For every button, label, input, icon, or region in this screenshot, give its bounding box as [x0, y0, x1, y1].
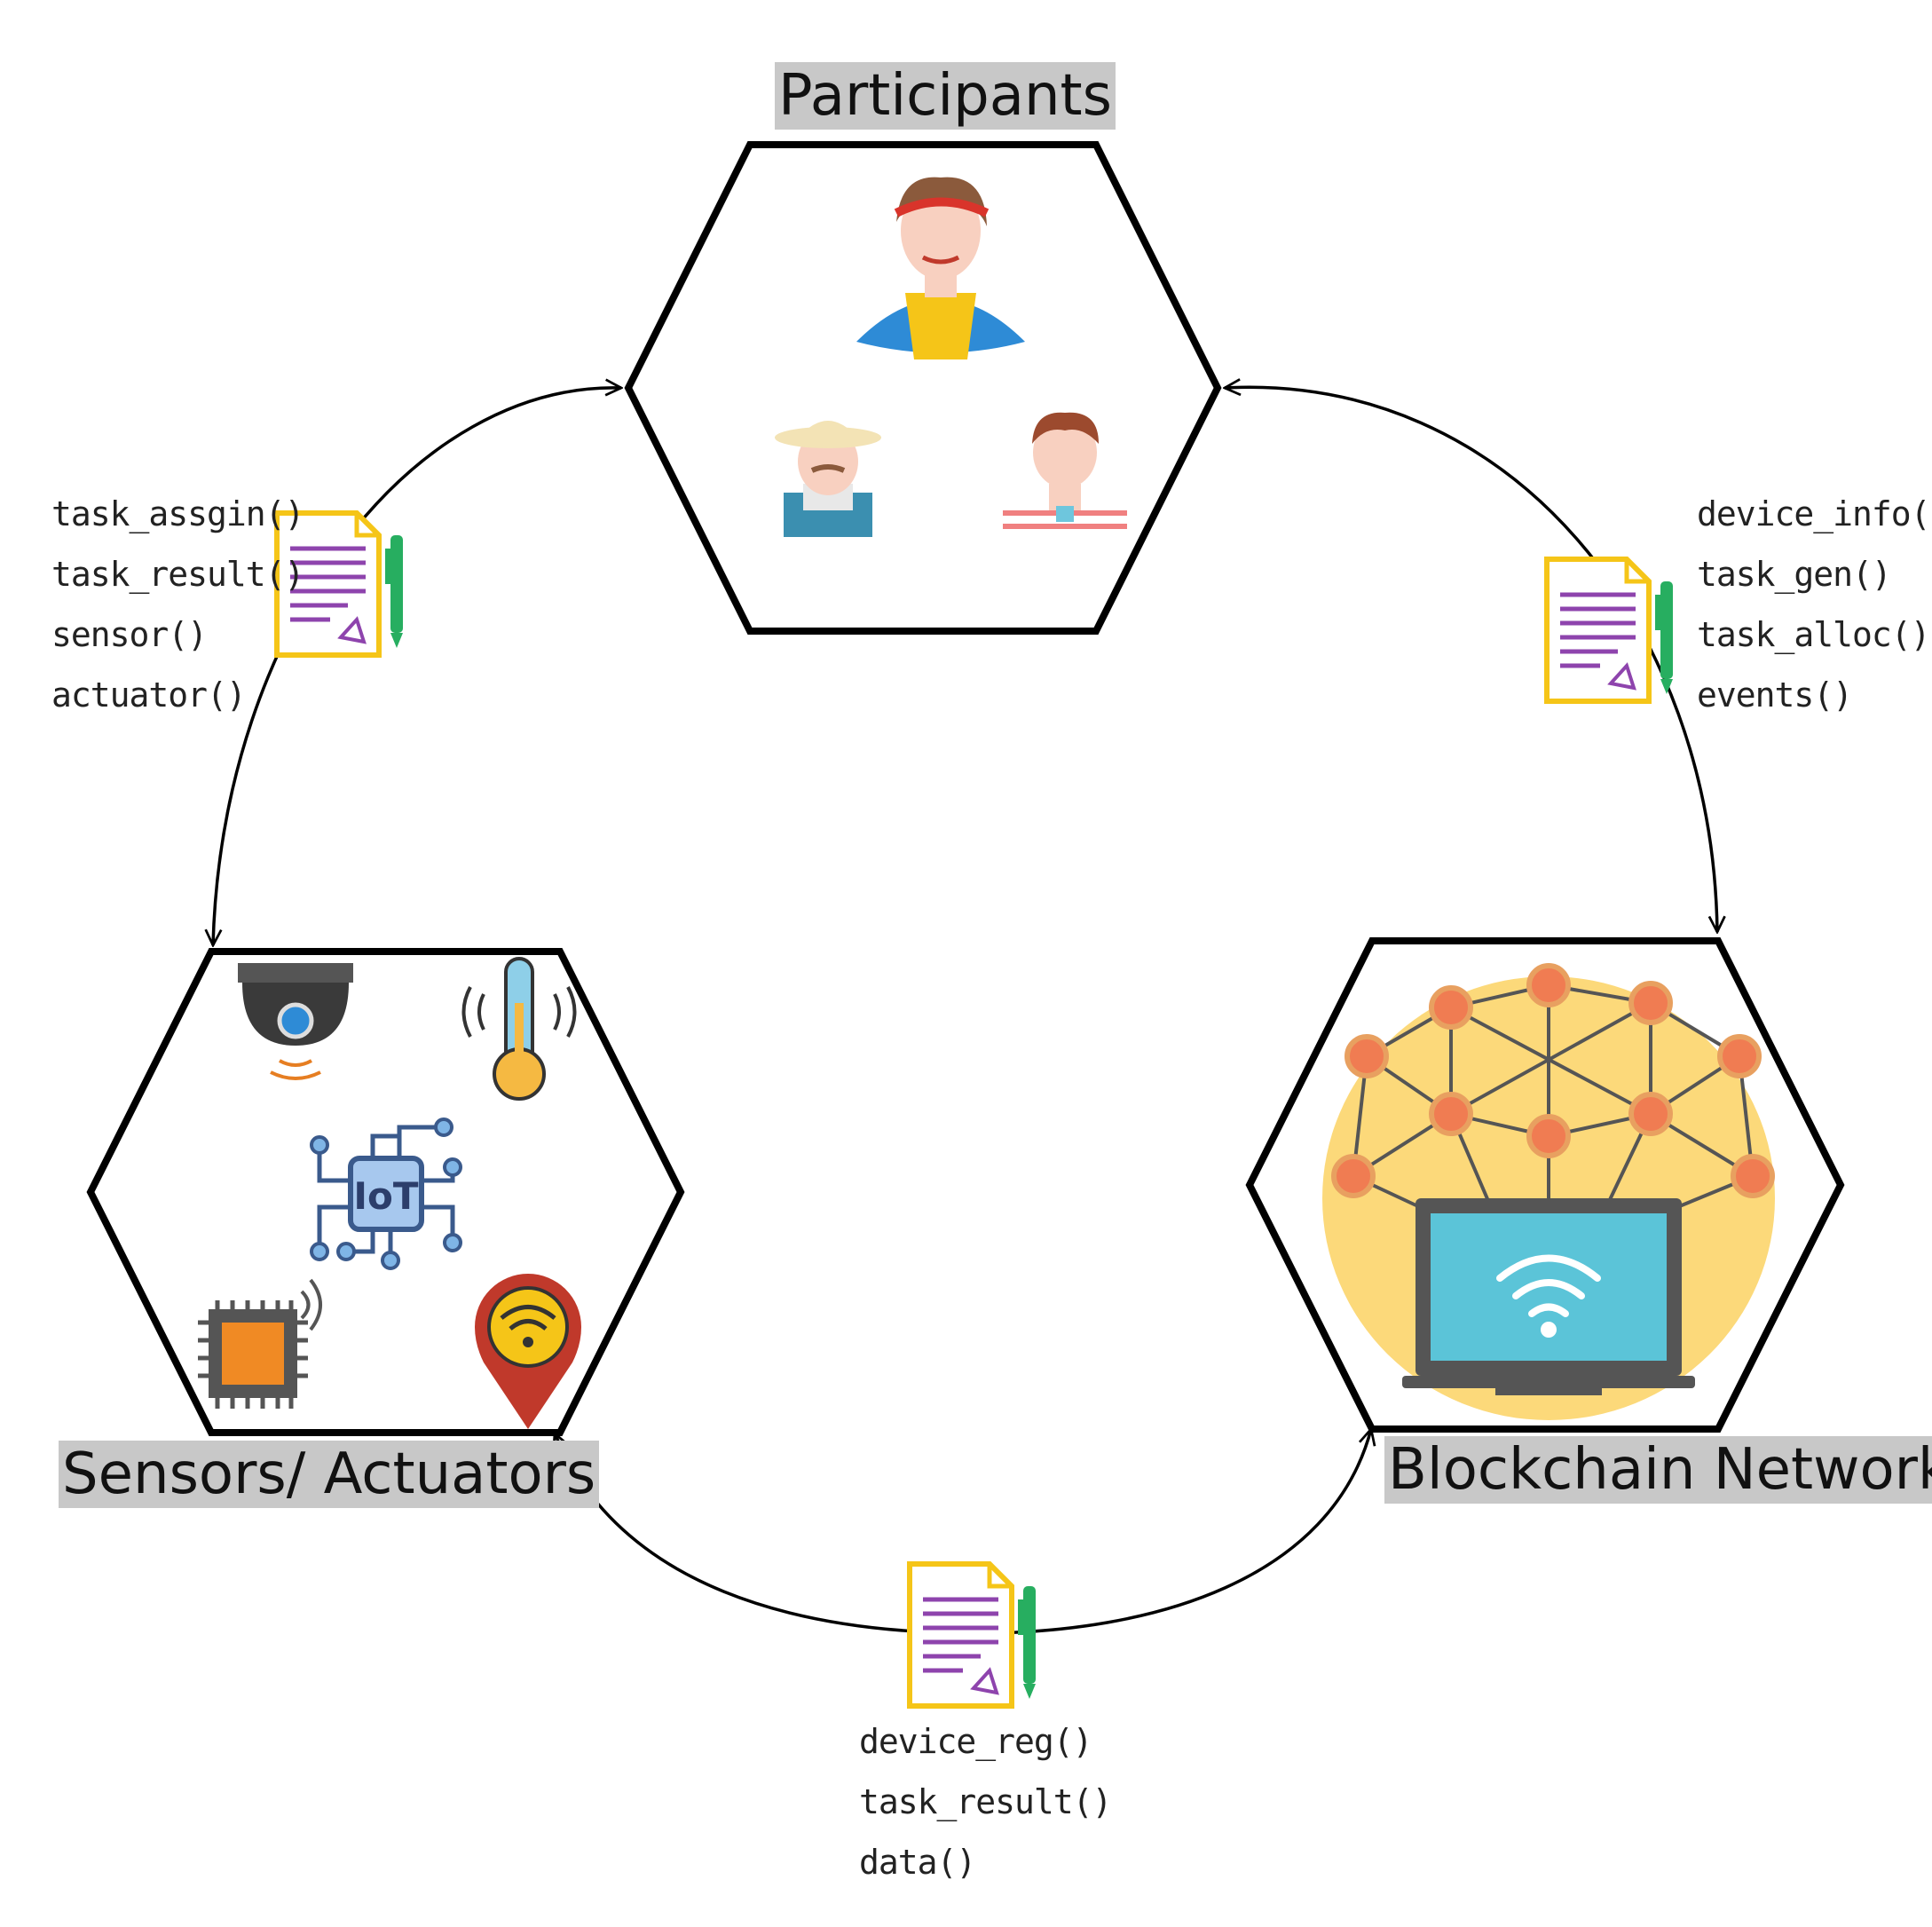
function-label: sensor() [51, 615, 208, 654]
boy-avatar-icon [1003, 412, 1127, 529]
function-label: task_result() [859, 1782, 1112, 1821]
sensors-actuators-label: Sensors/ Actuators [59, 1441, 600, 1508]
function-label: task_assgin() [51, 494, 304, 533]
sensors-node: IoT [86, 948, 685, 1436]
sensors-blockchain-functions: device_reg() task_result() data() [859, 1711, 1112, 1892]
iot-chip-label: IoT [353, 1174, 418, 1218]
woman-avatar-icon [856, 177, 1025, 359]
laptop-icon [1402, 1198, 1695, 1395]
function-label: events() [1697, 675, 1853, 715]
function-label: device_info() [1697, 494, 1932, 533]
wifi-icon [1496, 1254, 1601, 1317]
thermometer-icon [461, 957, 577, 1101]
participants-blockchain-functions: device_info() task_gen() task_alloc() ev… [1697, 484, 1932, 725]
participants-sensors-functions: task_assgin() task_result() sensor() act… [51, 484, 304, 725]
function-label: actuator() [51, 675, 247, 715]
function-label: device_reg() [859, 1722, 1093, 1761]
participants-node [624, 141, 1222, 635]
camera-icon [238, 963, 353, 1080]
function-label: task_result() [51, 555, 304, 594]
microcontroller-icon [198, 1278, 322, 1409]
smart-contract-doc-icon [1547, 559, 1673, 701]
iot-chip-icon: IoT [310, 1118, 462, 1270]
function-label: task_alloc() [1697, 615, 1931, 654]
blockchain-network-label: Blockchain Network [1384, 1436, 1932, 1504]
participants-label: Participants [775, 62, 1116, 130]
smart-contract-doc-icon [910, 1564, 1036, 1706]
farmer-avatar-icon [775, 421, 881, 537]
function-label: task_gen() [1697, 555, 1892, 594]
edge-participants-blockchain [1225, 387, 1717, 932]
function-label: data() [859, 1843, 976, 1882]
blockchain-node [1245, 937, 1845, 1433]
wifi-location-pin-icon [475, 1274, 581, 1429]
